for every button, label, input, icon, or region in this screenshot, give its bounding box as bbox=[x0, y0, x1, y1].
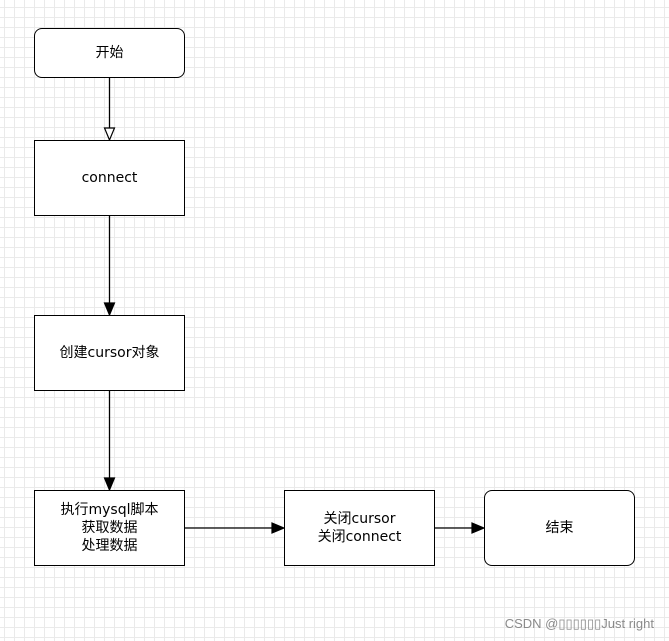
connect-node[interactable]: connect bbox=[34, 140, 185, 216]
create-cursor-node[interactable]: 创建cursor对象 bbox=[34, 315, 185, 391]
end-label: 结束 bbox=[545, 520, 574, 536]
execute-label-line-2: 获取数据 bbox=[81, 520, 138, 536]
close-label-line-1: 关闭cursor bbox=[323, 511, 396, 527]
execute-label-line-1: 执行mysql脚本 bbox=[60, 502, 159, 518]
start-label: 开始 bbox=[95, 45, 124, 61]
watermark: CSDN @▯▯▯▯▯▯Just right bbox=[504, 616, 654, 631]
close-node[interactable]: 关闭cursor 关闭connect bbox=[284, 490, 435, 566]
arrowhead-connect-to-create_cursor bbox=[103, 302, 116, 317]
close-label-line-2: 关闭connect bbox=[317, 529, 402, 545]
end-node[interactable]: 结束 bbox=[484, 490, 635, 566]
create-cursor-label: 创建cursor对象 bbox=[59, 345, 160, 361]
execute-label-line-3: 处理数据 bbox=[81, 538, 138, 554]
arrowhead-start-to-connect bbox=[103, 127, 116, 142]
arrowhead-create_cursor-to-execute bbox=[103, 477, 116, 492]
arrowhead-close-to-end bbox=[471, 522, 486, 534]
arrowhead-execute-to-close bbox=[271, 522, 286, 534]
execute-node[interactable]: 执行mysql脚本 获取数据 处理数据 bbox=[34, 490, 185, 566]
start-node[interactable]: 开始 bbox=[34, 28, 185, 78]
connect-label: connect bbox=[81, 170, 138, 186]
